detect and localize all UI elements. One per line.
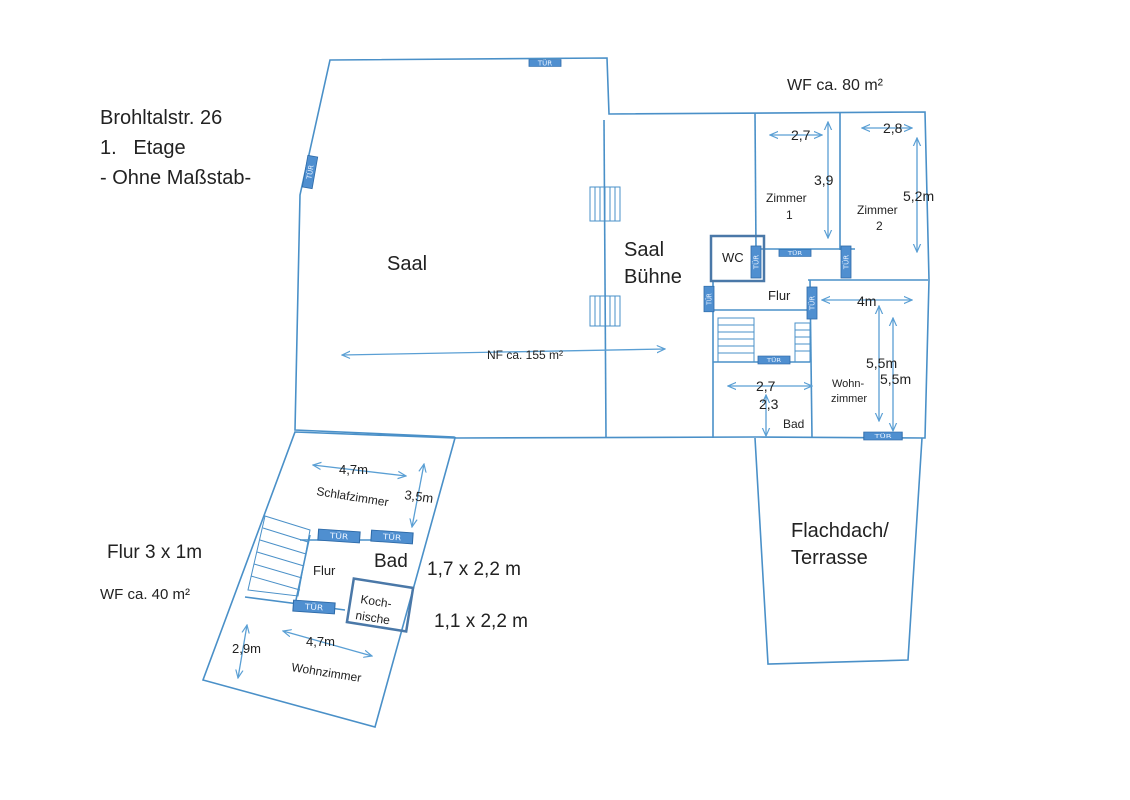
living-label-1: Wohn- [832, 378, 865, 390]
dim-room1-height: 3,9 [814, 172, 834, 188]
door-saal-left: TÜR [301, 154, 319, 190]
svg-text:TÜR: TÜR [704, 293, 714, 306]
stage-label-2: Bühne [624, 266, 682, 288]
svg-text:TÜR: TÜR [303, 602, 323, 612]
dim-lower-living-height: 2,9m [232, 641, 261, 656]
kitchen-label-2: nische [355, 608, 392, 627]
kitchen-box [345, 577, 415, 633]
lower-hallway-label: Flur [313, 563, 336, 578]
door-room2: TÜR [840, 245, 852, 279]
hall-label: Saal [387, 253, 427, 275]
door-lower-bath: TÜR [370, 529, 414, 545]
lower-area-note: WF ca. 40 m² [100, 586, 190, 603]
door-saal-top: TÜR [528, 59, 562, 68]
scale-note: - Ohne Maßstab- [100, 167, 251, 189]
hall-area: NF ca. 155 m² [487, 348, 563, 362]
stairwell-right [794, 322, 811, 363]
arrow-bedroom-width [313, 465, 406, 476]
stairwell-left [717, 317, 755, 363]
svg-text:TÜR: TÜR [381, 532, 401, 542]
door-terrace: TÜR [863, 431, 903, 441]
lower-hallway-dim: Flur 3 x 1m [107, 542, 202, 563]
living-label-2: zimmer [831, 393, 867, 405]
svg-text:TÜR: TÜR [842, 255, 851, 270]
room1-number: 1 [786, 208, 793, 222]
dim-room2-width: 2,8 [883, 120, 903, 136]
svg-text:TÜR: TÜR [873, 433, 891, 440]
arrow-hall-width [342, 349, 665, 355]
kitchen-label-1: Koch- [360, 592, 393, 611]
floor-label: 1. Etage [100, 137, 186, 159]
lower-living-label: Wohnzimmer [291, 660, 363, 685]
lower-stairs [247, 515, 311, 597]
lower-apartment-outline [201, 431, 457, 728]
stairs [247, 186, 811, 597]
dim-bedroom-width: 4,7m [339, 462, 368, 477]
svg-text:TÜR: TÜR [328, 531, 348, 541]
room1-left-wall [754, 112, 757, 251]
arrow-living-lower-width [283, 631, 372, 656]
door-room1: TÜR [778, 249, 812, 257]
room1-label: Zimmer [766, 191, 807, 205]
dim-bath-width: 2,7 [756, 378, 776, 394]
dim-living-height-2: 5,5m [880, 371, 911, 387]
stage-label-1: Saal [624, 239, 664, 261]
svg-text:TÜR: TÜR [808, 296, 817, 311]
terrace-outline [754, 437, 923, 665]
svg-text:TÜR: TÜR [787, 249, 803, 256]
upper-area-note: WF ca. 80 m² [787, 77, 884, 94]
main-outline-wall [294, 57, 930, 439]
dim-living-height-1: 5,5m [866, 355, 897, 371]
upper-hallway-label: Flur [768, 288, 791, 303]
wc-box [709, 234, 766, 283]
svg-text:TÜR: TÜR [766, 356, 782, 364]
doors: TÜR TÜR TÜR TÜR TÜR TÜR TÜR TÜR [292, 59, 903, 615]
stage-divider-wall [603, 119, 607, 439]
door-living: TÜR [806, 286, 818, 320]
dim-lower-living-width: 4,7m [306, 634, 335, 649]
upper-bath-label: Bad [783, 417, 804, 431]
stage-steps-lower [589, 295, 621, 327]
terrace-label-1: Flachdach/ [791, 520, 889, 542]
svg-text:TÜR: TÜR [752, 255, 761, 270]
address: Brohltalstr. 26 [100, 107, 222, 129]
header-block: Brohltalstr. 26 1. Etage - Ohne Maßstab- [100, 107, 251, 189]
room2-label: Zimmer [857, 203, 898, 217]
door-lower-kitchen: TÜR [292, 599, 336, 615]
wc-label: WC [722, 250, 744, 265]
door-flur-left: TÜR [703, 285, 715, 313]
arrow-living-lower-height [238, 625, 247, 678]
lower-bath-label: Bad [374, 551, 408, 572]
dim-bedroom-height: 3,5m [404, 487, 435, 506]
dimension-arrows [238, 122, 917, 678]
dim-room1-width: 2,7 [791, 127, 811, 143]
dim-living-width: 4m [857, 293, 876, 309]
room2-number: 2 [876, 219, 883, 233]
bedroom-label: Schlafzimmer [316, 484, 390, 509]
door-bath-upper: TÜR [757, 355, 791, 365]
terrace-label-2: Terrasse [791, 547, 868, 569]
svg-text:TÜR: TÜR [537, 59, 552, 68]
svg-text:TÜR: TÜR [304, 164, 316, 181]
lower-bath-dim: 1,7 x 2,2 m [427, 559, 521, 580]
door-wc: TÜR [750, 245, 762, 279]
stage-steps-upper [589, 186, 621, 222]
dim-bath-height: 2,3 [759, 396, 779, 412]
lower-kitchen-dim: 1,1 x 2,2 m [434, 611, 528, 632]
arrow-bedroom-height [412, 464, 424, 527]
dim-room2-height: 5,2m [903, 188, 934, 204]
door-lower-1: TÜR [317, 528, 361, 544]
